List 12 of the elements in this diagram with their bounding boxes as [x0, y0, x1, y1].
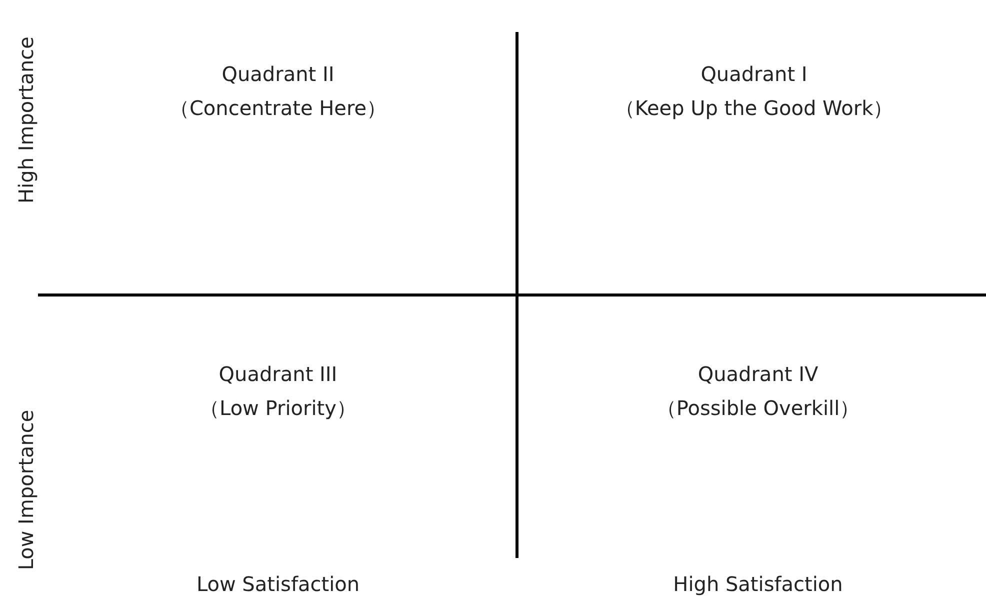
quadrant-subtitle: （Low Priority）	[200, 396, 356, 420]
axis-label: Low Satisfaction	[196, 572, 360, 596]
axis-label: Low Importance	[14, 410, 38, 570]
quadrant-subtitle: （Concentrate Here）	[169, 96, 387, 120]
quadrant-title: Quadrant II	[222, 62, 334, 86]
quadrant-subtitle: （Keep Up the Good Work）	[614, 96, 894, 120]
quadrant-title: Quadrant III	[218, 362, 338, 386]
quadrant-title: Quadrant IV	[698, 362, 818, 386]
quadrant-subtitle: （Possible Overkill）	[656, 396, 860, 420]
axis-label: High Importance	[14, 36, 38, 204]
axis-label: High Satisfaction	[673, 572, 843, 596]
quadrant-title: Quadrant I	[700, 62, 808, 86]
